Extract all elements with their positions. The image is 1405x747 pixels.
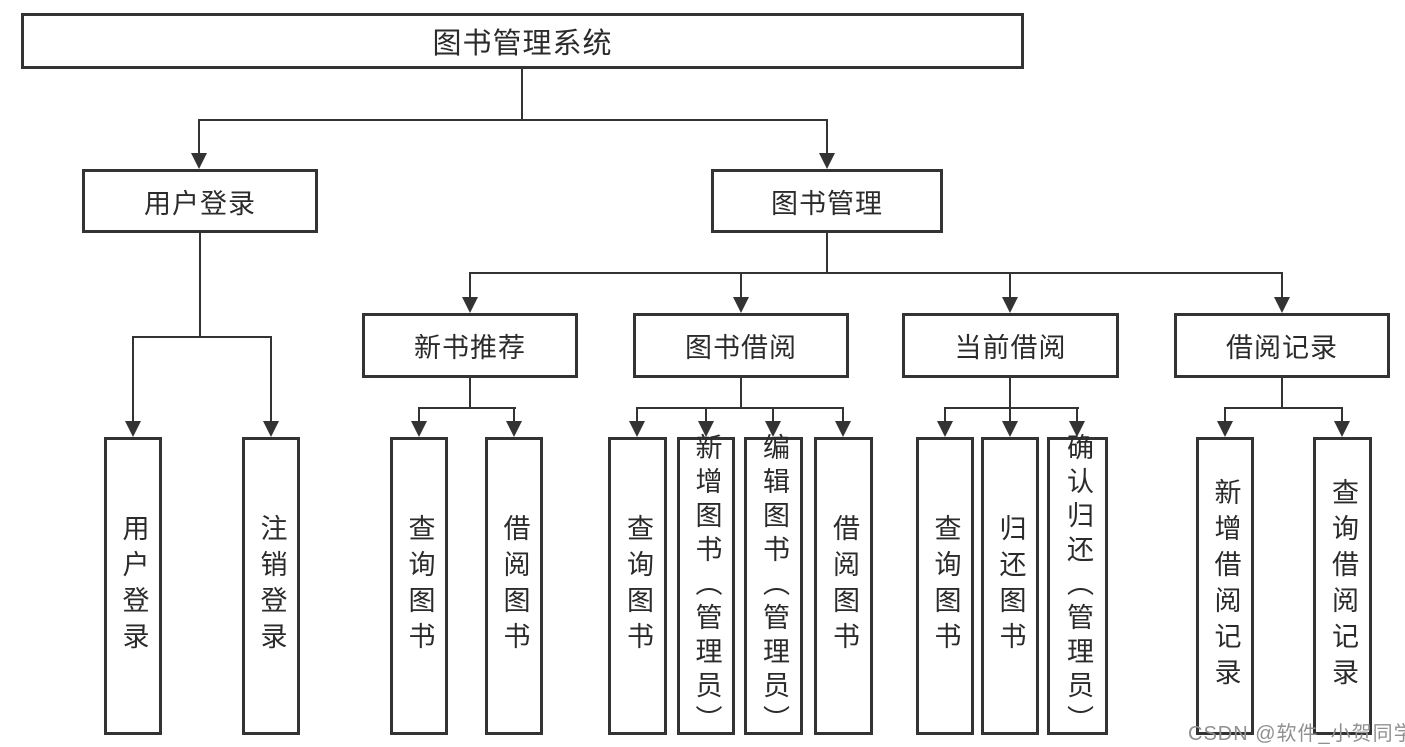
arrowhead-icon [937,421,953,437]
leaf-logout-label: 注销登录 [256,514,287,658]
node-book-mgmt-label: 图书管理 [771,188,883,219]
node-user-login-label: 用户登录 [144,188,256,219]
arrowhead-icon [698,421,714,437]
connector-drop [132,336,134,423]
connector-drop [740,272,742,299]
node-library-system-label: 图书管理系统 [432,28,613,60]
connector-drop [826,119,828,155]
connector-drop [469,272,471,299]
node-current-borrow: 当前借阅 [902,313,1119,378]
node-book-borrow: 图书借阅 [633,313,849,378]
node-new-books: 新书推荐 [362,313,578,378]
leaf-current-confirm: 确认归还（管理员） [1047,433,1108,739]
connector-new-books-rail [418,407,516,409]
connector-current-borrow-rail [944,407,1079,409]
connector-drop [1009,407,1011,423]
arrowhead-icon [1217,421,1233,437]
connector-current-borrow-stub [1009,378,1011,409]
connector-drop [705,407,707,423]
arrowhead-icon [819,153,835,169]
arrowhead-icon [835,421,851,437]
connector-level3-rail [469,272,1283,274]
leaf-borrow-query: 查询图书 [608,437,667,735]
node-user-login: 用户登录 [82,169,318,233]
arrowhead-icon [506,421,522,437]
arrowhead-icon [1069,421,1085,437]
leaf-newbooks-borrow-label: 借阅图书 [499,514,530,658]
arrowhead-icon [462,297,478,313]
arrowhead-icon [1334,421,1350,437]
leaf-newbooks-borrow: 借阅图书 [485,437,543,735]
node-library-system: 图书管理系统 [21,13,1024,69]
leaf-current-query-label: 查询图书 [930,514,961,658]
node-new-books-label: 新书推荐 [414,333,526,363]
leaf-newbooks-query-label: 查询图书 [404,514,435,658]
connector-drop [772,407,774,423]
connector-user-login-stub [199,233,201,338]
connector-book-mgmt-stub [826,233,828,274]
arrowhead-icon [125,421,141,437]
connector-book-borrow-stub [740,378,742,409]
leaf-borrow-add: 新增图书（管理员） [677,433,735,739]
arrowhead-icon [411,421,427,437]
leaf-borrow-borrow-label: 借阅图书 [829,514,859,658]
arrowhead-icon [765,421,781,437]
leaf-user-login: 用户登录 [104,437,162,735]
connector-user-login-rail [132,336,272,338]
connector-drop [636,407,638,423]
arrowhead-icon [1274,297,1290,313]
connector-drop [270,336,272,423]
leaf-borrow-edit-label: 编辑图书（管理员） [759,433,789,739]
connector-book-borrow-rail [636,407,844,409]
node-current-borrow-label: 当前借阅 [954,333,1067,363]
leaf-current-return: 归还图书 [981,437,1039,735]
node-borrow-records: 借阅记录 [1174,313,1390,378]
leaf-current-confirm-label: 确认归还（管理员） [1063,433,1093,739]
leaf-records-query: 查询借阅记录 [1313,437,1372,735]
connector-drop [198,119,200,155]
connector-drop [418,407,420,423]
leaf-borrow-add-label: 新增图书（管理员） [691,433,722,739]
leaf-user-login-label: 用户登录 [118,514,149,658]
connector-drop [1224,407,1226,423]
watermark: CSDN @软件_小贺同学 [1188,723,1405,745]
node-book-mgmt: 图书管理 [711,169,943,233]
connector-borrow-records-stub [1281,378,1283,409]
leaf-records-add-label: 新增借阅记录 [1210,478,1241,694]
connector-drop [1281,272,1283,299]
connector-drop [1076,407,1078,423]
leaf-newbooks-query: 查询图书 [390,437,448,735]
connector-new-books-stub [469,378,471,409]
connector-level1-rail [198,119,828,121]
connector-drop [1341,407,1343,423]
leaf-records-query-label: 查询借阅记录 [1328,478,1358,694]
leaf-current-return-label: 归还图书 [995,514,1026,658]
node-book-borrow-label: 图书借阅 [685,333,797,363]
node-borrow-records-label: 借阅记录 [1226,333,1338,363]
leaf-borrow-query-label: 查询图书 [623,514,653,658]
connector-borrow-records-rail [1224,407,1343,409]
connector-drop [842,407,844,423]
arrowhead-icon [733,297,749,313]
leaf-borrow-edit: 编辑图书（管理员） [744,433,803,739]
arrowhead-icon [191,153,207,169]
leaf-records-add: 新增借阅记录 [1196,437,1254,735]
arrowhead-icon [629,421,645,437]
arrowhead-icon [1002,421,1018,437]
leaf-borrow-borrow: 借阅图书 [814,437,873,735]
connector-root-stub [521,69,523,120]
leaf-current-query: 查询图书 [916,437,974,735]
leaf-logout: 注销登录 [242,437,300,735]
connector-drop [1009,272,1011,299]
arrowhead-icon [1002,297,1018,313]
connector-drop [513,407,515,423]
arrowhead-icon [263,421,279,437]
connector-drop [944,407,946,423]
